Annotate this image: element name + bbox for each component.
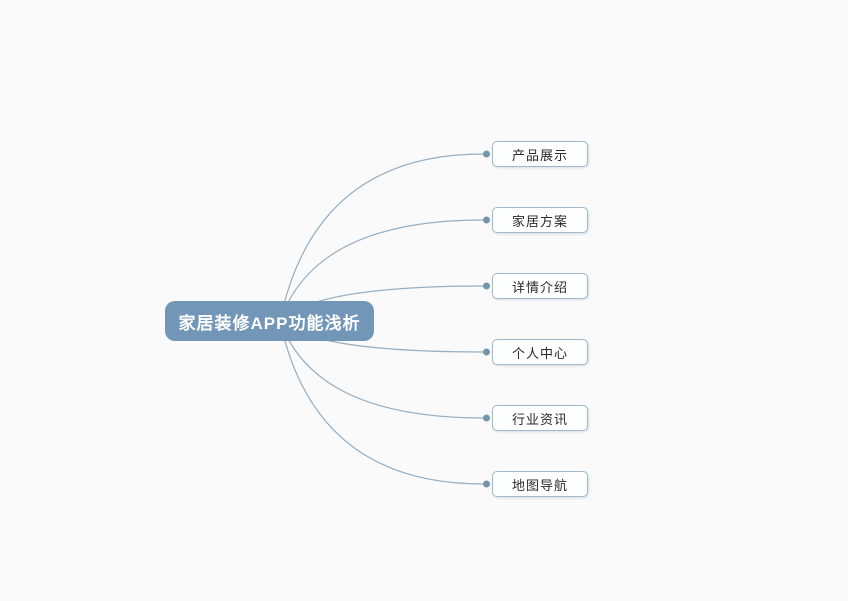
connector-line	[279, 320, 484, 419]
connector-dot	[483, 150, 490, 158]
child-node[interactable]: 地图导航	[492, 471, 588, 497]
child-node[interactable]: 个人中心	[492, 339, 588, 365]
connector-line	[279, 153, 484, 322]
connector-dot	[483, 480, 490, 488]
connector-dot	[483, 216, 490, 224]
child-node[interactable]: 详情介绍	[492, 273, 588, 299]
child-node[interactable]: 产品展示	[492, 141, 588, 167]
connector-dot	[483, 348, 490, 356]
connector-dot	[483, 282, 490, 290]
root-node[interactable]: 家居装修APP功能浅析	[165, 301, 374, 341]
child-node[interactable]: 家居方案	[492, 207, 588, 233]
connector-dot	[483, 414, 490, 422]
connector-line	[279, 219, 484, 322]
child-node[interactable]: 行业资讯	[492, 405, 588, 431]
connector-line	[279, 320, 484, 485]
